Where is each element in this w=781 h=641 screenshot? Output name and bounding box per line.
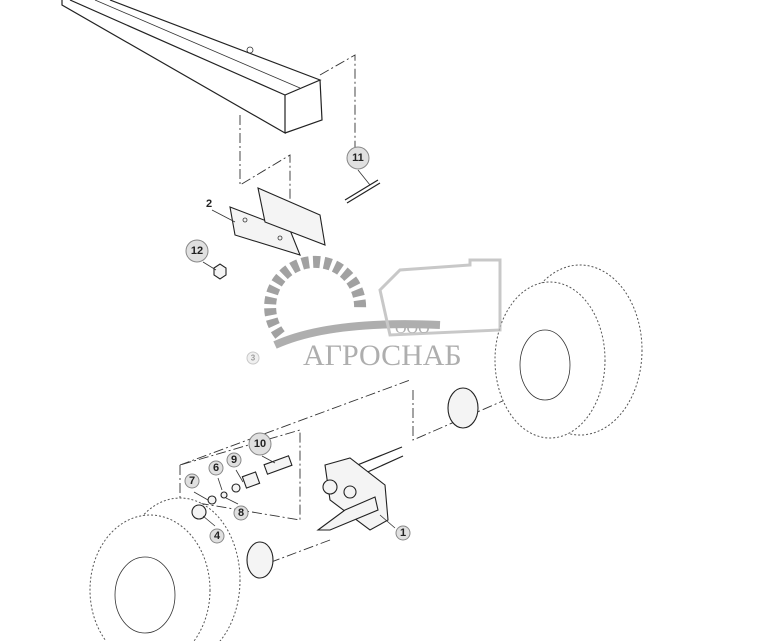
callout-2: 2 — [206, 198, 212, 210]
callout-1: 1 — [395, 525, 411, 541]
sleeve — [263, 455, 293, 475]
svg-text:3: 3 — [251, 354, 256, 363]
assembly-line — [239, 115, 291, 215]
ring — [207, 495, 217, 505]
callout-6: 6 — [208, 460, 224, 476]
bushing — [241, 471, 261, 489]
washer — [191, 504, 207, 520]
callout-10: 10 — [248, 432, 272, 456]
spindle-assembly — [316, 446, 404, 531]
watermark-name: АГРОСНАБ — [303, 339, 462, 372]
assembly-line — [319, 54, 356, 170]
callout-7: 7 — [184, 473, 200, 489]
ring — [220, 491, 228, 499]
leader-lines — [193, 169, 396, 529]
wheel-left — [89, 497, 274, 641]
svg-text:4: 4 — [214, 530, 221, 542]
svg-text:1: 1 — [400, 527, 406, 539]
frame-beam — [61, 0, 323, 135]
svg-text:11: 11 — [352, 152, 364, 164]
callout-11: 11 — [346, 146, 370, 170]
watermark-prefix: ООО — [395, 320, 430, 337]
callout-8: 8 — [233, 505, 249, 521]
callout-12: 12 — [185, 239, 209, 263]
wheel-right — [447, 264, 643, 439]
assembly-line — [179, 379, 411, 466]
callout-9: 9 — [226, 452, 242, 468]
svg-text:7: 7 — [189, 475, 195, 487]
svg-text:10: 10 — [254, 438, 266, 450]
svg-text:8: 8 — [238, 507, 244, 519]
svg-text:6: 6 — [213, 462, 219, 474]
ring — [231, 483, 241, 493]
nut — [213, 263, 227, 280]
mounting-plate — [229, 187, 326, 256]
bolt — [344, 179, 381, 204]
assembly-line — [249, 539, 331, 571]
agrosnab-watermark-logo: ООО АГРОСНАБ — [264, 255, 502, 372]
callout-3: 3 — [246, 351, 260, 365]
callout-4: 4 — [209, 528, 225, 544]
svg-text:12: 12 — [191, 245, 203, 257]
svg-text:9: 9 — [231, 454, 237, 466]
